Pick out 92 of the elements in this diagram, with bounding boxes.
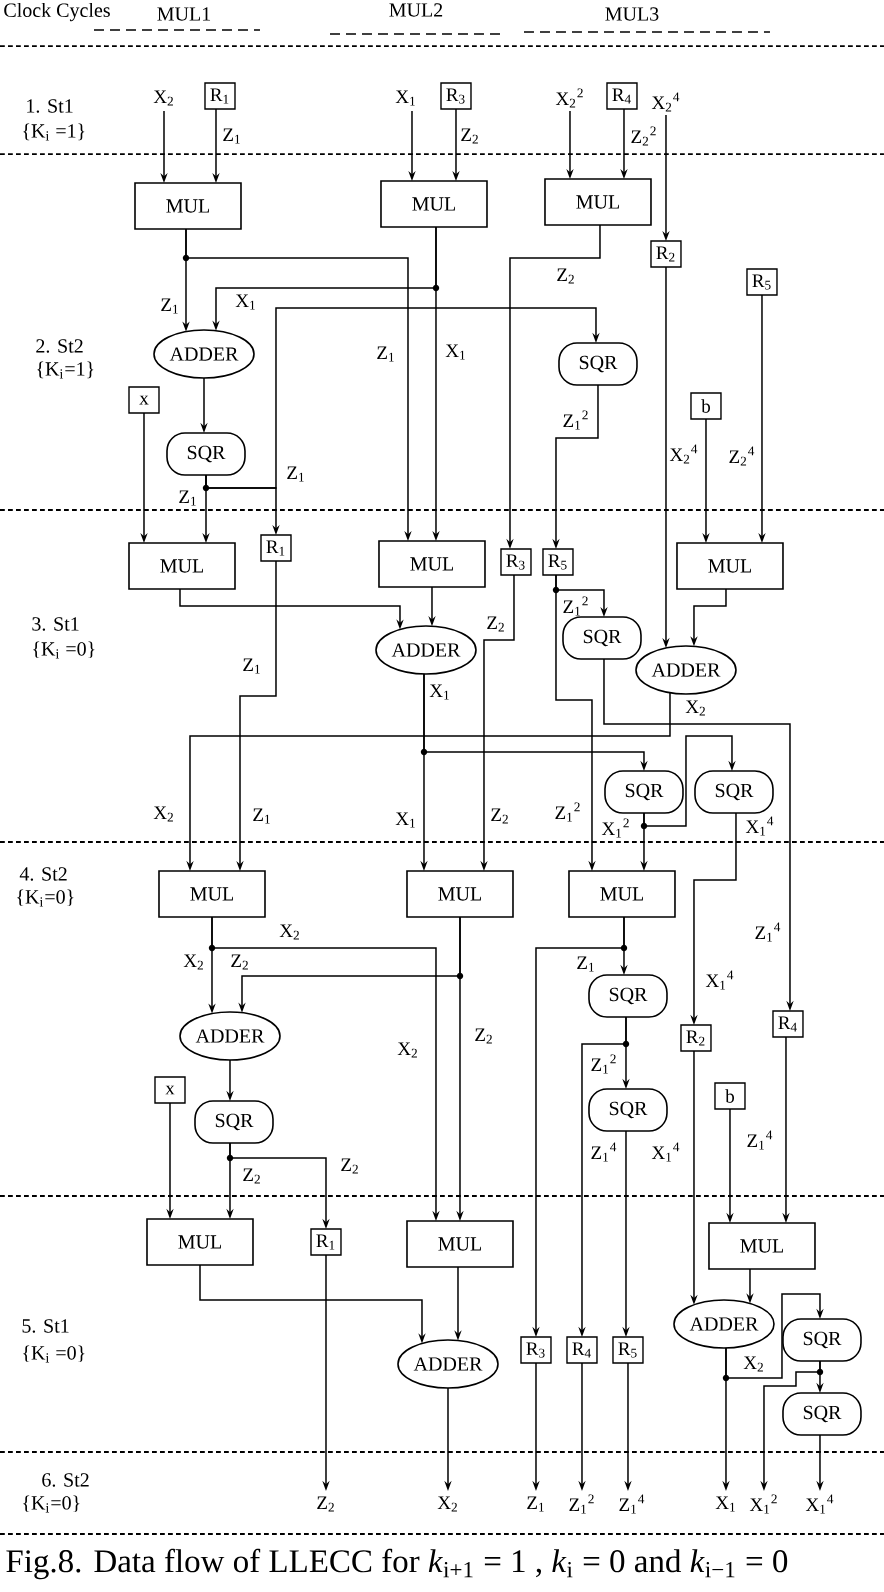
text-label: {K$_{i}$ =0}: [23, 1345, 85, 1363]
signal-label: X$_{2}$: [685, 700, 705, 716]
multiplier-box: MUL: [158, 870, 266, 918]
signal-label: Z$_{2}$: [475, 1028, 492, 1044]
text-label: {K$_{i}$=0}: [17, 889, 74, 907]
signal-label: X$_{1}$: [235, 294, 255, 310]
signal-label: X$_{1}$: [715, 1496, 735, 1512]
signal-label: X$_{2}$: [153, 90, 173, 106]
signal-label: X$_{2}$: [743, 1356, 763, 1372]
multiplier-box: MUL: [676, 542, 784, 590]
signal-label: Z$_{1}$: [161, 298, 178, 314]
text-label: 2. St2: [36, 339, 83, 353]
register-box: x: [154, 1076, 186, 1104]
squarer-box: SQR: [562, 616, 642, 660]
register-box: R$_{4}$: [566, 1336, 598, 1364]
signal-label: Z$_{2}$: [341, 1158, 358, 1174]
multiplier-box: MUL: [708, 1222, 816, 1270]
signal-label: Z$_{2}$: [243, 1168, 260, 1184]
register-box: R$_{5}$: [746, 268, 778, 296]
register-box: R$_{4}$: [772, 1010, 804, 1038]
multiplier-box: MUL: [134, 182, 242, 230]
signal-label: Z$_{1}$: [179, 490, 196, 506]
multiplier-box: MUL: [568, 870, 676, 918]
text-label: 4. St2: [19, 867, 67, 881]
squarer-box: SQR: [782, 1318, 862, 1362]
multiplier-box: MUL: [406, 870, 514, 918]
multiplier-box: MUL: [380, 180, 488, 228]
register-box: R$_{3}$: [500, 548, 532, 576]
multiplier-box: MUL: [406, 1220, 514, 1268]
squarer-box: SQR: [166, 432, 246, 476]
signal-label: Z$_{1}$: [527, 1496, 544, 1512]
signal-label: Z$_{2}$: [231, 954, 248, 970]
register-box: R$_{3}$: [520, 1336, 552, 1364]
text-label: 5. St1: [22, 1319, 69, 1333]
text-label: MUL3: [605, 7, 659, 21]
register-box: R$_{4}$: [606, 82, 638, 110]
register-box: R$_{2}$: [650, 240, 682, 268]
multiplier-box: MUL: [146, 1218, 254, 1266]
squarer-box: SQR: [588, 974, 668, 1018]
register-box: R$_{1}$: [204, 82, 236, 110]
register-box: R$_{5}$: [542, 548, 574, 576]
caption: Fig.8. Data flow of LLECC for k$_{i+1}$ = 1 , k$_{i}$ = 0 and k$_{i−1}$ = 0: [6, 1548, 788, 1580]
text-label: 3. St1: [32, 617, 79, 631]
signal-label: X$_{2}$: [183, 954, 203, 970]
multiplier-box: MUL: [544, 178, 652, 226]
signal-label: Z$_{1}$: [377, 346, 394, 362]
squarer-box: SQR: [694, 770, 774, 814]
squarer-box: SQR: [604, 770, 684, 814]
signal-label: X$_{2}$: [279, 924, 299, 940]
text-label: Clock Cycles: [4, 2, 110, 22]
signal-label: Z$_{2}$: [557, 268, 574, 284]
register-box: R$_{1}$: [260, 534, 292, 562]
signal-label: X$_{2}$: [153, 806, 173, 822]
text-label: MUL2: [389, 3, 443, 17]
squarer-box: SQR: [194, 1100, 274, 1144]
arrow: [643, 735, 736, 827]
signal-label: Z$_{2}$: [317, 1496, 334, 1512]
signal-label: Z$_{1}$: [577, 956, 594, 972]
text-label: MUL1: [157, 7, 211, 21]
text-label: {K$_{i}$=1}: [37, 361, 94, 379]
text-label: {K$_{i}$=0}: [23, 1495, 80, 1513]
squarer-box: SQR: [588, 1088, 668, 1132]
text-label: 1. St1: [27, 99, 73, 113]
signal-label: Z$_{1}$: [223, 128, 240, 144]
signal-label: Z$_{1}$: [287, 466, 304, 482]
squarer-box: SQR: [782, 1392, 862, 1436]
signal-label: Z$_{2}$: [491, 808, 508, 824]
squarer-box: SQR: [558, 342, 638, 386]
register-box: x: [128, 386, 160, 414]
signal-label: Z$_{2}$: [487, 616, 504, 632]
text-label: {K$_{i}$ =1}: [23, 123, 85, 141]
signal-label: Z$_{1}$: [253, 808, 270, 824]
multiplier-box: MUL: [128, 542, 236, 590]
signal-label: X$_{1}$: [395, 812, 415, 828]
signal-label: X$_{1}$: [429, 684, 449, 700]
register-box: b: [714, 1082, 746, 1110]
register-box: R$_{5}$: [612, 1336, 644, 1364]
register-box: R$_{1}$: [310, 1228, 342, 1256]
signal-label: Z$_{1}$: [243, 658, 260, 674]
arrow: [205, 307, 600, 489]
register-box: b: [690, 392, 722, 420]
signal-label: X$_{2}$: [397, 1042, 417, 1058]
arrow: [725, 1293, 824, 1379]
register-box: R$_{3}$: [440, 82, 472, 110]
multiplier-box: MUL: [378, 540, 486, 588]
signal-label: X$_{1}$: [395, 90, 415, 106]
text-label: {K$_{i}$ =0}: [33, 641, 95, 659]
signal-label: X$_{2}$: [437, 1496, 457, 1512]
signal-label: Z$_{2}$: [461, 128, 478, 144]
register-box: R$_{2}$: [680, 1024, 712, 1052]
text-label: 6. St2: [42, 1473, 89, 1487]
signal-label: X$_{1}$: [445, 344, 465, 360]
